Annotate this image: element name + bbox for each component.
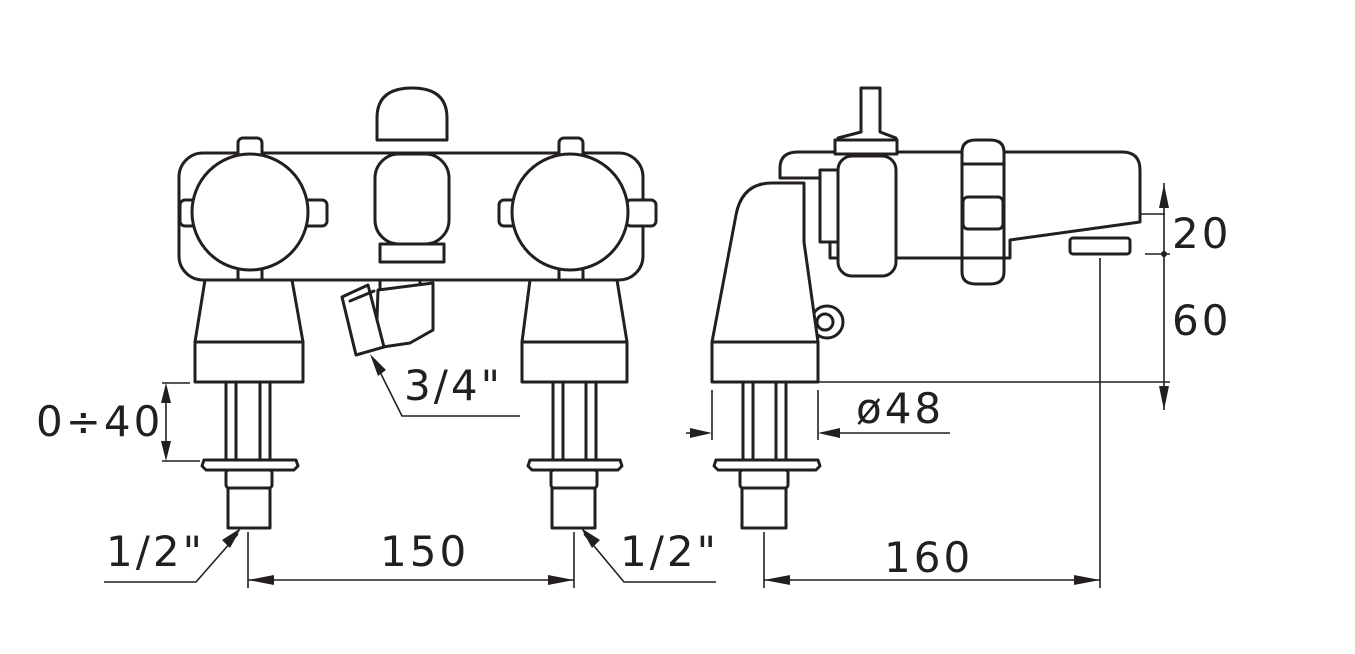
right-handle [497, 136, 658, 292]
front-view [177, 86, 658, 530]
outlet-fitting [340, 278, 435, 357]
diverter-cap [375, 86, 449, 142]
side-view [710, 86, 1142, 530]
right-leg [520, 278, 629, 530]
label-center-distance: 150 [380, 527, 469, 576]
label-spout-height: 20 [1172, 209, 1231, 258]
spout-tip [1068, 236, 1132, 256]
side-elbow [710, 181, 820, 344]
label-inlet-thread-right: 1/2" [620, 527, 719, 576]
side-nut [960, 138, 1006, 286]
dimension-lines [104, 183, 1170, 588]
label-body-height: 60 [1172, 296, 1231, 345]
left-leg [193, 278, 305, 530]
left-handle [178, 136, 329, 292]
label-projection: 160 [884, 533, 973, 582]
diverter-knob [373, 152, 451, 246]
label-inlet-thread-left: 1/2" [106, 527, 205, 576]
label-outlet-thread: 3/4" [404, 361, 503, 410]
label-flange-diameter: ø48 [856, 384, 944, 433]
label-adjust-range: 0÷40 [36, 397, 163, 446]
diverter-base [378, 242, 446, 264]
dimension-labels: 0÷40 3/4" 1/2" 1/2" 150 160 20 60 ø48 [36, 209, 1231, 582]
